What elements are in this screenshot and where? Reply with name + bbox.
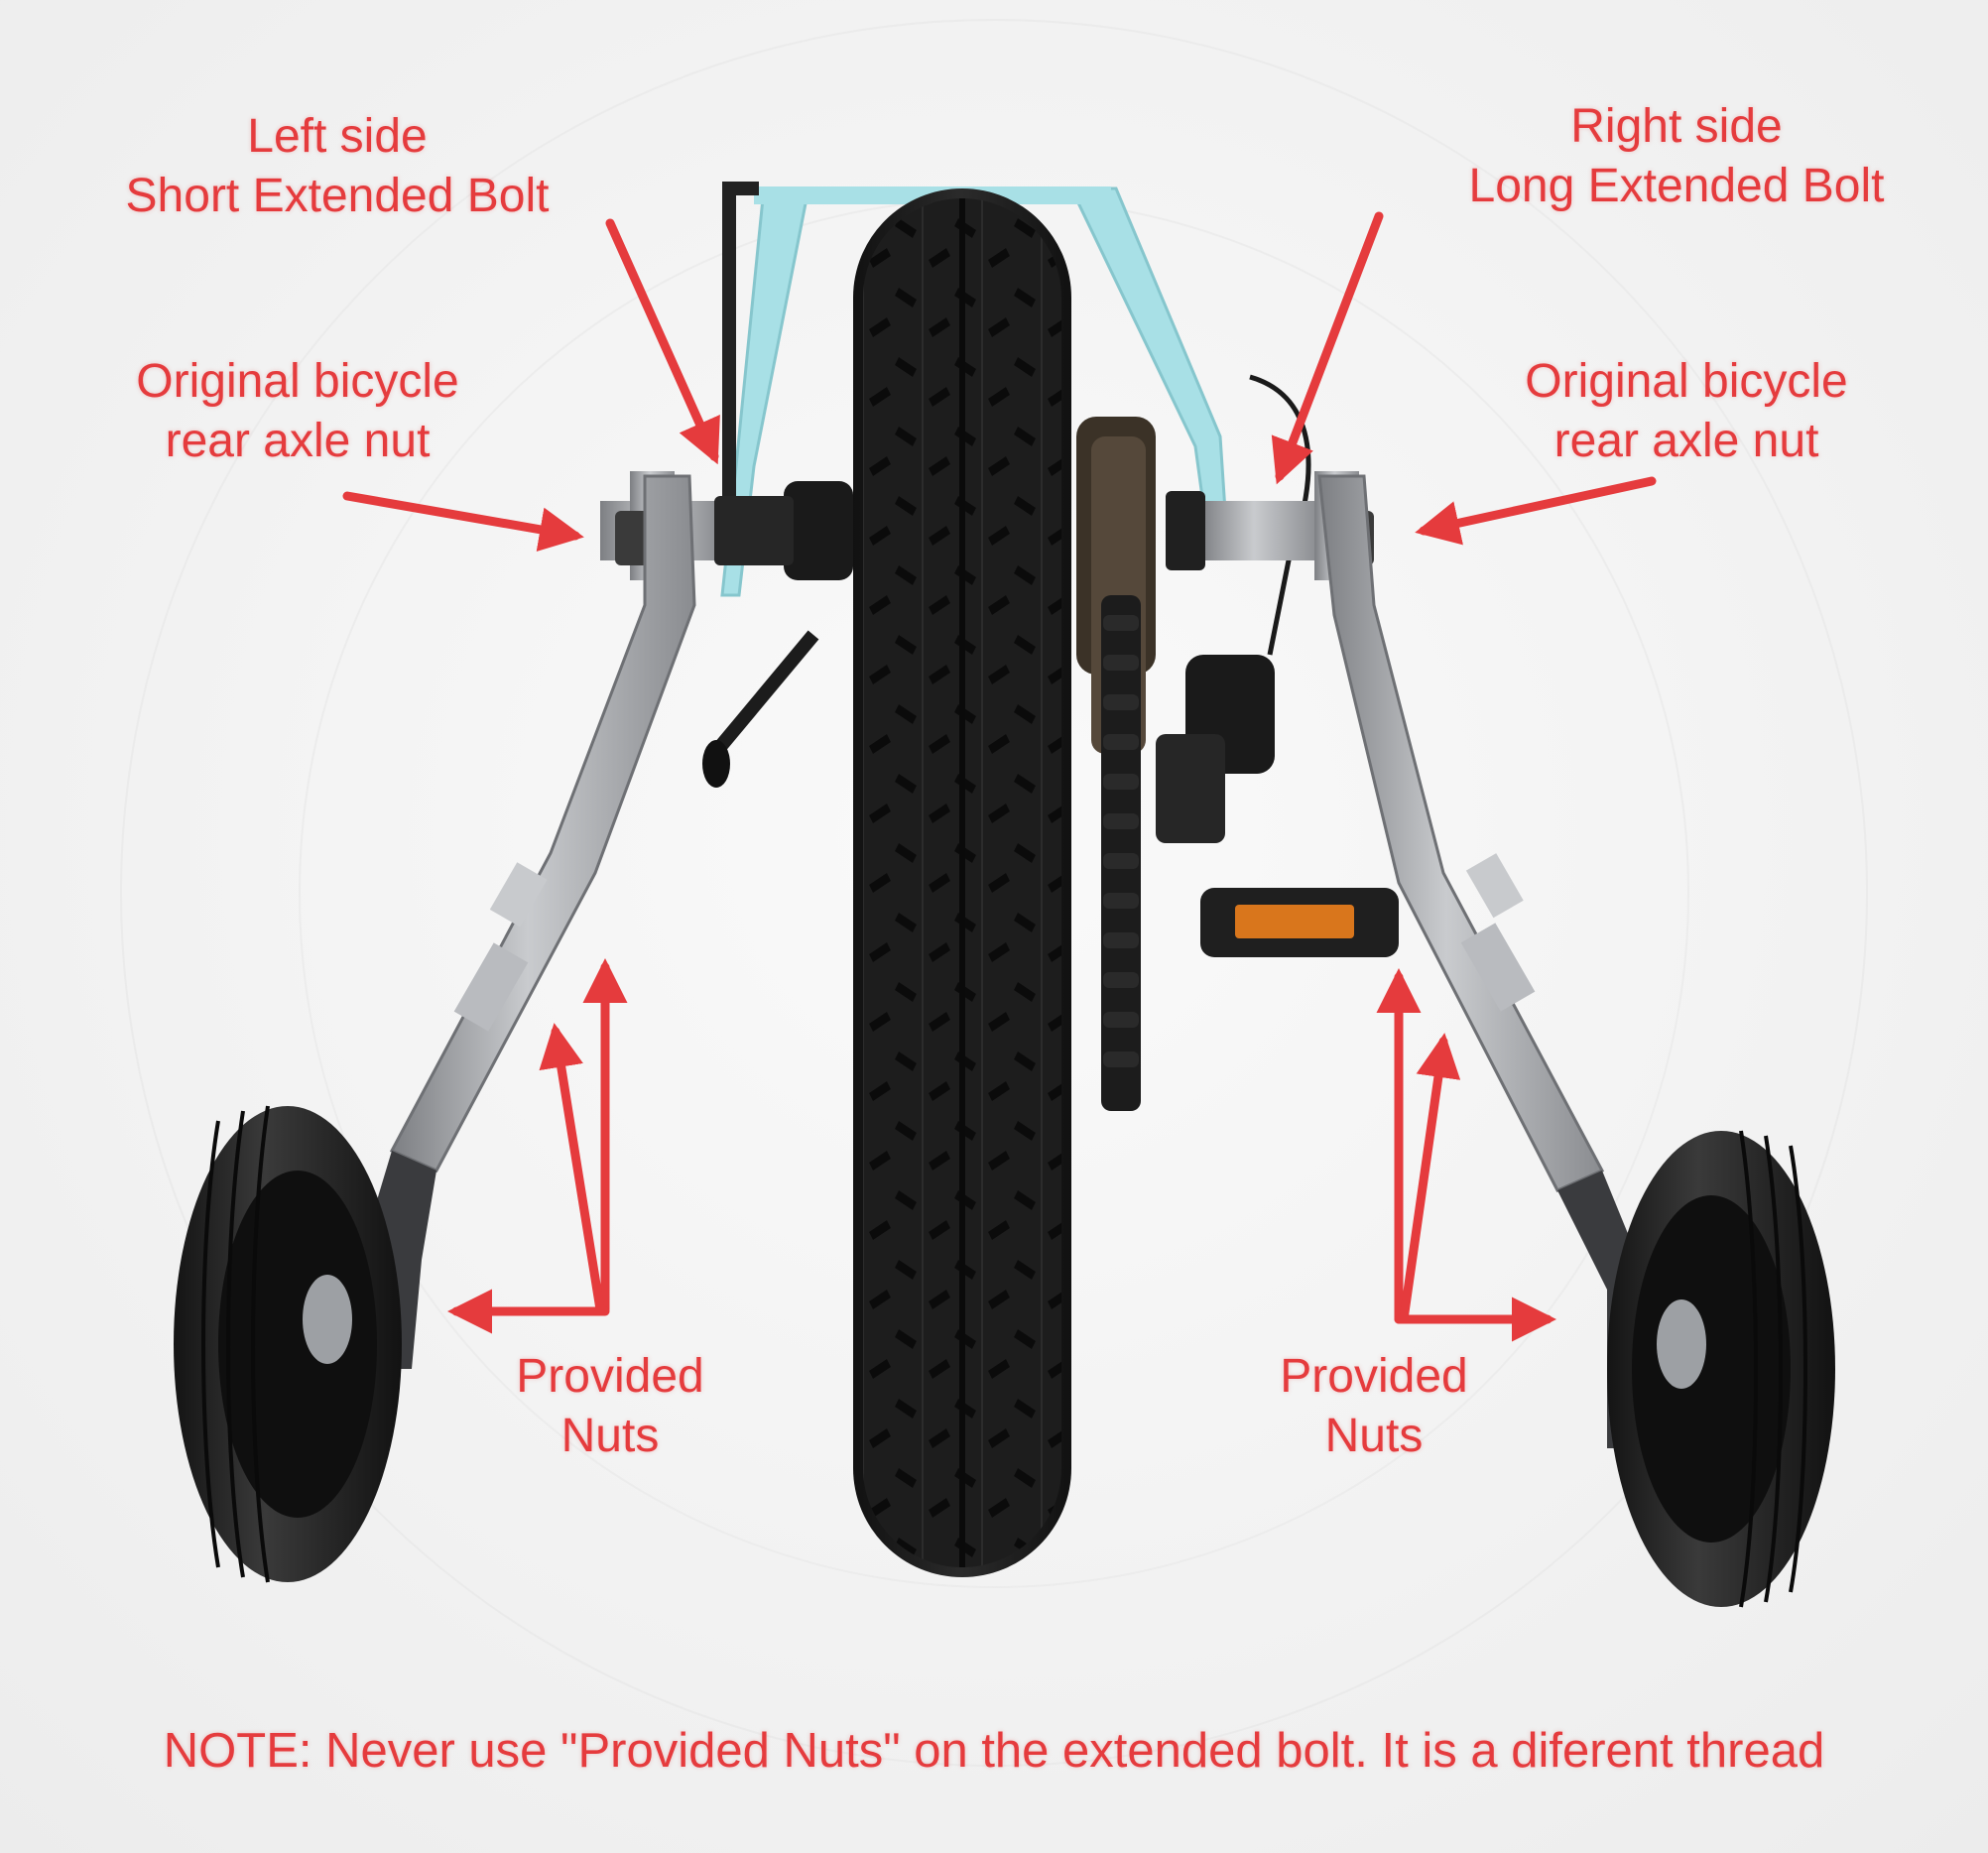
left-side-label: Left side Short Extended Bolt bbox=[99, 107, 575, 226]
arrow-right-nuts-up-2 bbox=[1399, 1033, 1461, 1324]
provided-nuts-right-label: Provided Nuts bbox=[1255, 1347, 1493, 1466]
original-axle-nut-left-label: Original bicycle rear axle nut bbox=[109, 352, 486, 471]
rear-tire bbox=[853, 188, 1071, 1577]
arrow-right-extended-bolt bbox=[1271, 211, 1384, 485]
right-side-bolt: Long Extended Bolt bbox=[1468, 160, 1885, 212]
right-side-label: Right side Long Extended Bolt bbox=[1438, 97, 1915, 216]
original-axle-nut-left-line2: rear axle nut bbox=[165, 415, 431, 467]
arrow-right-original-nut bbox=[1415, 476, 1657, 546]
provided-nuts-right-line1: Provided bbox=[1280, 1350, 1468, 1403]
right-side-title: Right side bbox=[1570, 100, 1783, 153]
annotation-arrows bbox=[342, 211, 1657, 1342]
original-axle-nut-right-line1: Original bicycle bbox=[1525, 355, 1848, 408]
left-side-bolt: Short Extended Bolt bbox=[125, 170, 550, 222]
right-training-wheel bbox=[1607, 1130, 1835, 1608]
rear-axle bbox=[600, 481, 1319, 580]
provided-nuts-left-line2: Nuts bbox=[560, 1410, 660, 1462]
left-side-title: Left side bbox=[247, 110, 428, 163]
left-training-wheel bbox=[174, 1105, 402, 1583]
original-axle-nut-left-line1: Original bicycle bbox=[136, 355, 459, 408]
arrow-left-original-nut bbox=[342, 491, 584, 552]
provided-nuts-right-line2: Nuts bbox=[1324, 1410, 1424, 1462]
provided-nuts-left-line1: Provided bbox=[516, 1350, 704, 1403]
drivetrain bbox=[702, 374, 1399, 1111]
arrow-left-nuts-up-2 bbox=[539, 1023, 605, 1314]
thread-warning-note: NOTE: Never use "Provided Nuts" on the e… bbox=[163, 1724, 1825, 1778]
original-axle-nut-right-label: Original bicycle rear axle nut bbox=[1498, 352, 1875, 471]
original-axle-nut-right-line2: rear axle nut bbox=[1553, 415, 1819, 467]
provided-nuts-left-label: Provided Nuts bbox=[491, 1347, 729, 1466]
arrow-left-extended-bolt bbox=[605, 218, 720, 465]
